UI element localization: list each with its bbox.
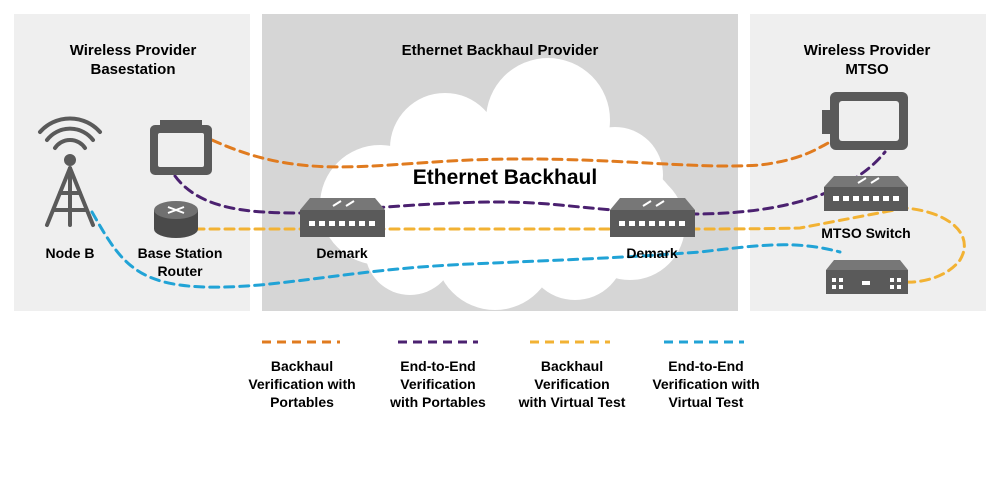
node-b-label: Node B (46, 245, 95, 261)
legend-2-line3: with Portables (389, 394, 486, 410)
legend: Backhaul Verification with Portables End… (248, 340, 760, 410)
mtso-tester-icon (822, 92, 908, 150)
path-backhaul-virtual (193, 206, 966, 284)
virtual-test-appliance-icon (826, 260, 908, 294)
legend-2-line2: Verification (400, 376, 475, 392)
legend-1-line3: Portables (270, 394, 334, 410)
left-panel-title-line1: Wireless Provider (70, 42, 197, 59)
cell-tower-icon (38, 116, 102, 227)
center-panel-title: Ethernet Backhaul Provider (402, 42, 599, 59)
demark-right-switch-icon (610, 198, 695, 237)
portable-tester-icon (150, 120, 212, 175)
router-label-line2: Router (157, 263, 203, 279)
right-panel-title-line1: Wireless Provider (804, 42, 931, 59)
left-panel-title-line2: Basestation (90, 61, 175, 78)
router-icon (154, 201, 198, 238)
legend-3-line2: Verification (534, 376, 609, 392)
legend-3-line1: Backhaul (541, 358, 603, 374)
demark-left-label: Demark (316, 245, 368, 261)
demark-right-label: Demark (626, 245, 678, 261)
legend-4-line2: Verification with (652, 376, 759, 392)
legend-2-line1: End-to-End (400, 358, 475, 374)
legend-4-line3: Virtual Test (669, 394, 744, 410)
cloud-label: Ethernet Backhaul (413, 166, 597, 189)
legend-1-line2: Verification with (248, 376, 355, 392)
mtso-switch-label: MTSO Switch (821, 225, 910, 241)
path-backhaul-portables (210, 138, 832, 169)
legend-4-line1: End-to-End (668, 358, 743, 374)
path-e2e-virtual (90, 210, 842, 289)
mtso-switch-icon (824, 176, 908, 211)
legend-3-line3: with Virtual Test (518, 394, 626, 410)
right-panel-title-line2: MTSO (845, 61, 889, 78)
legend-1-line1: Backhaul (271, 358, 333, 374)
router-label-line1: Base Station (138, 245, 223, 261)
demark-left-switch-icon (300, 198, 385, 237)
path-e2e-portables (173, 150, 887, 216)
